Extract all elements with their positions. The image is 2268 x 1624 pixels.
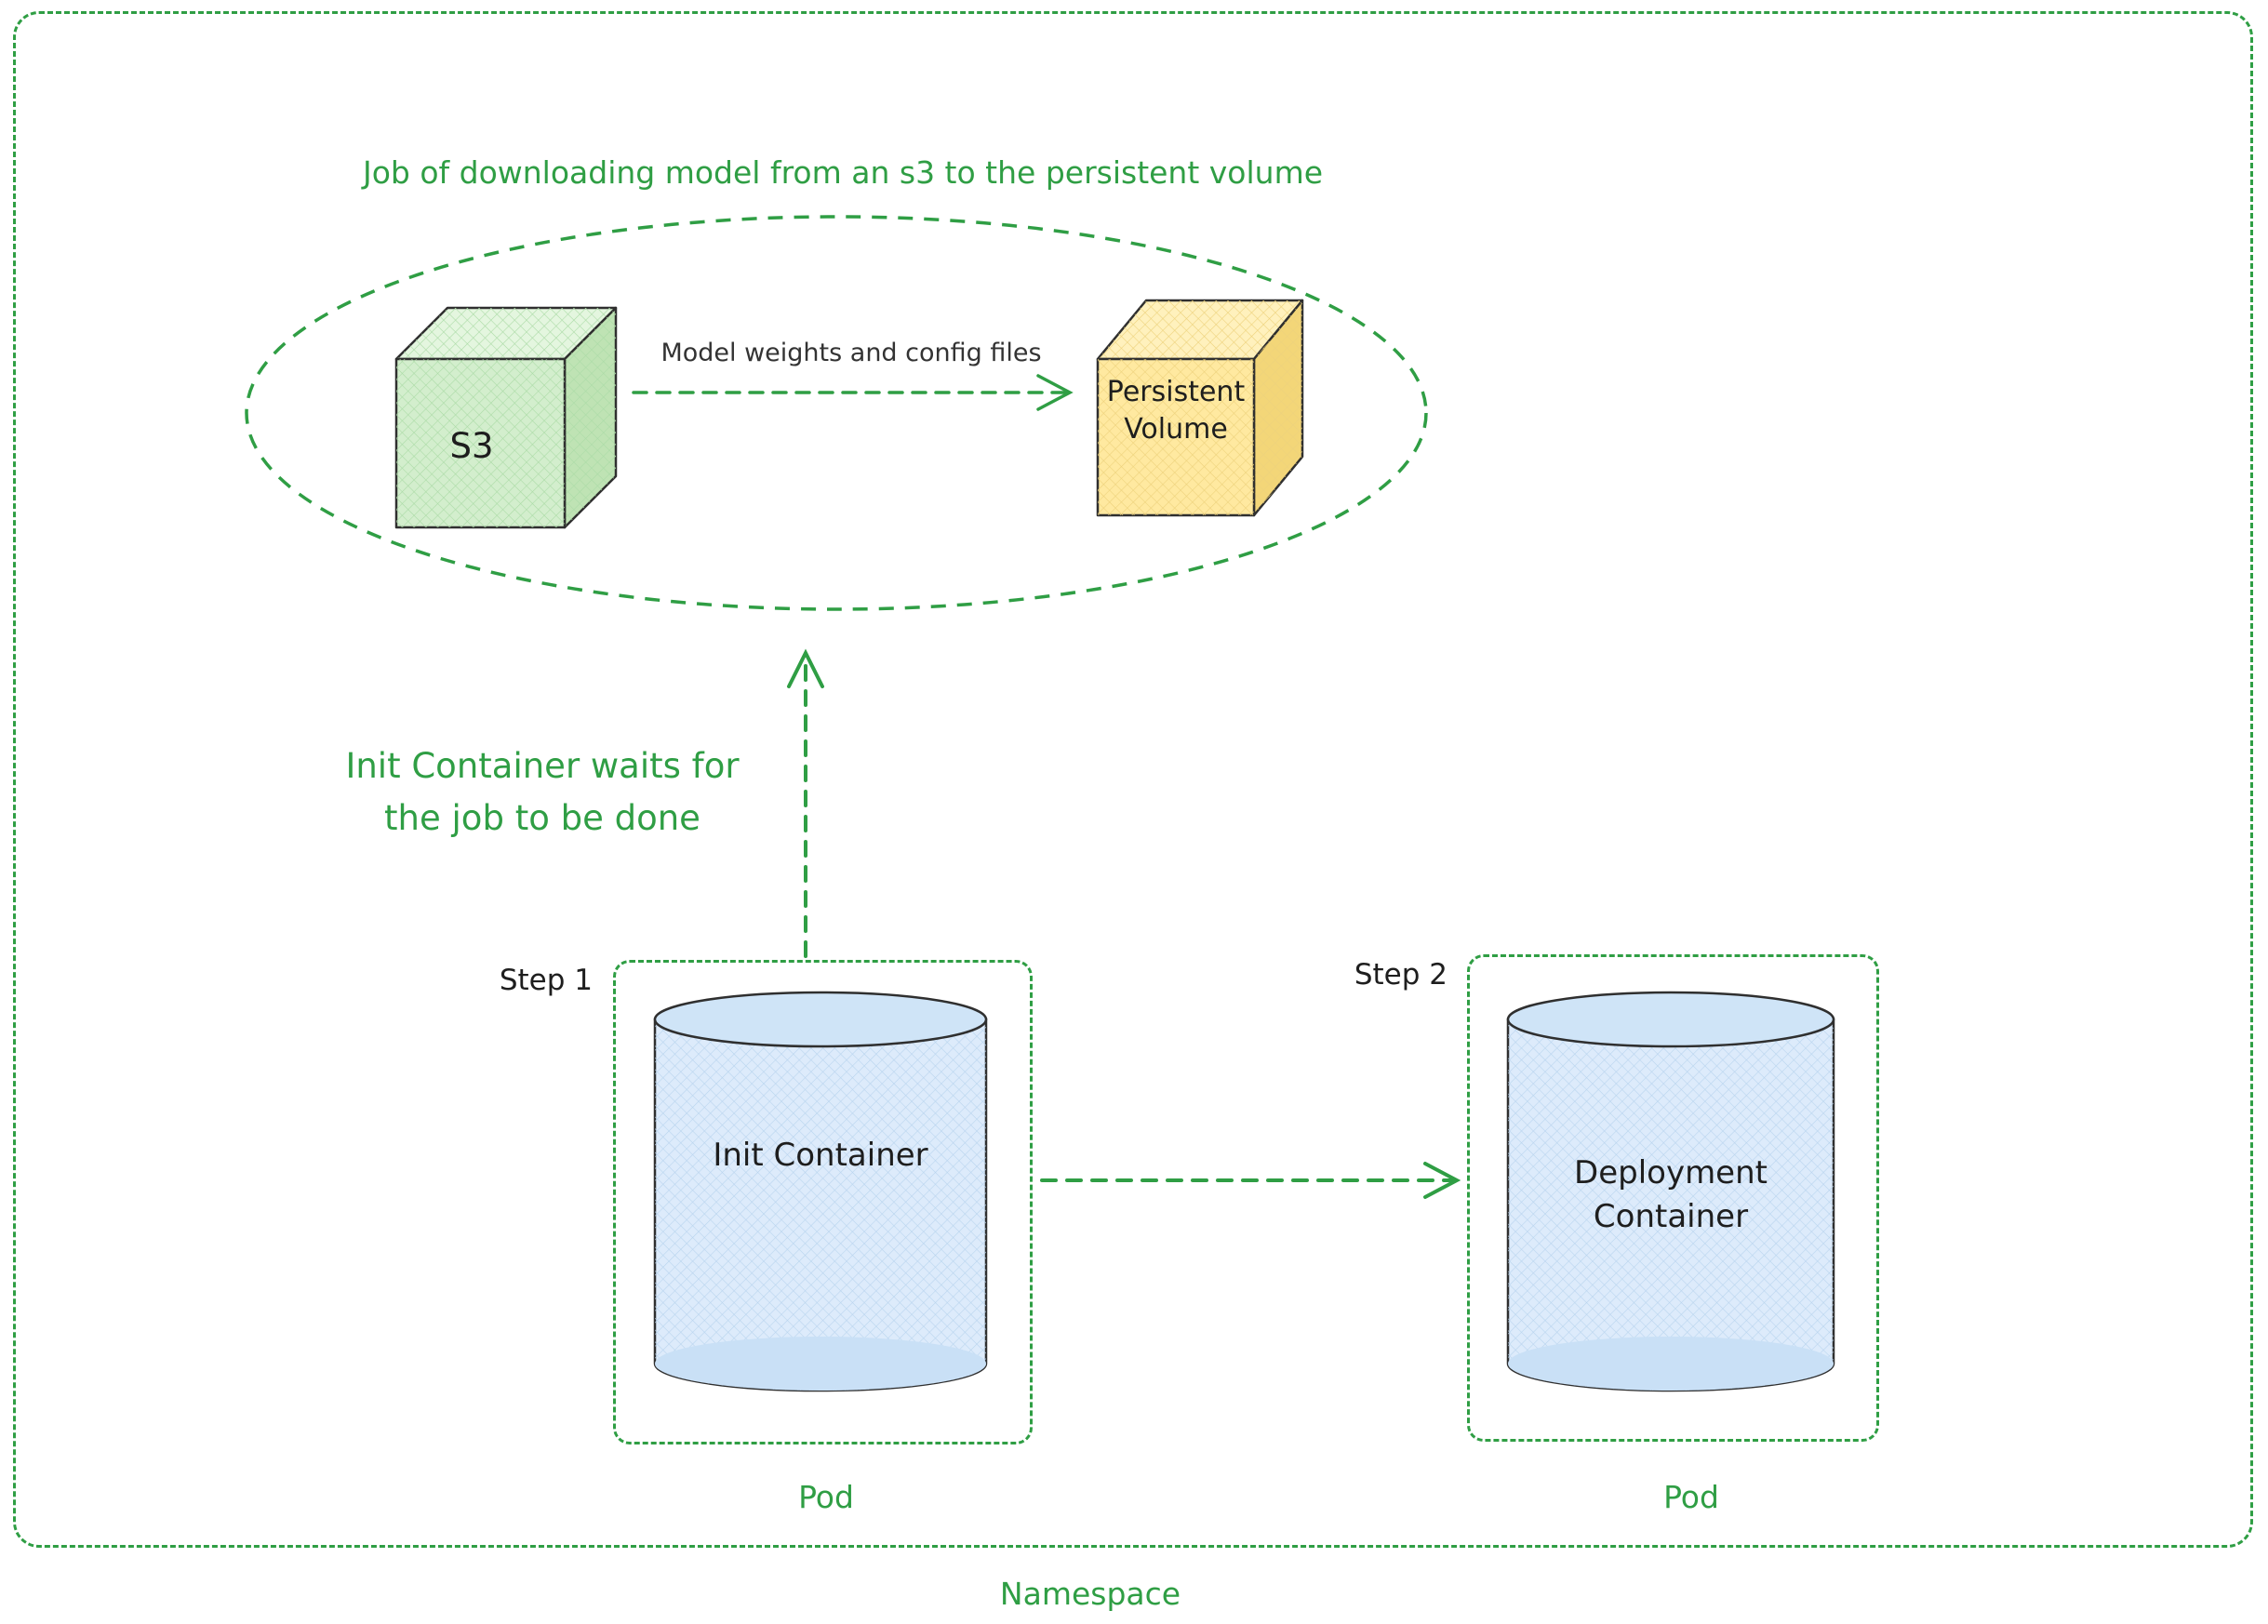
arrow-step1-to-step2 — [1040, 1162, 1461, 1199]
arrow-s3-to-pv — [632, 374, 1074, 411]
job-boundary-ellipse — [245, 215, 1428, 611]
pv-cube-front-hatch — [1098, 359, 1254, 515]
arrow-s3-to-pv-head — [1036, 374, 1074, 411]
persistent-volume-label: Persistent Volume — [1083, 374, 1269, 448]
pod-2-label: Pod — [1663, 1479, 1719, 1515]
persistent-volume-label-line2: Volume — [1124, 413, 1228, 446]
deployment-container-label-line1: Deployment — [1574, 1154, 1768, 1191]
model-weights-arrow-label: Model weights and config files — [660, 339, 1042, 367]
init-container-label: Init Container — [713, 1137, 928, 1174]
init-cylinder-body-hatch — [655, 1019, 986, 1391]
deployment-cylinder-top — [1506, 991, 1835, 1048]
arrow-step1-to-step2-head — [1423, 1162, 1461, 1199]
pv-cube-top-hatch — [1098, 300, 1302, 359]
arrow-init-to-job — [787, 648, 824, 958]
wait-note-line1: Init Container waits for — [345, 746, 740, 786]
pv-cube-right-hatch — [1254, 300, 1302, 515]
deployment-cylinder-body-hatch — [1508, 1019, 1834, 1391]
init-container-cylinder — [653, 991, 988, 1392]
persistent-volume-cube — [1096, 299, 1304, 517]
deployment-cylinder-bottom — [1508, 1337, 1834, 1391]
wait-note: Init Container waits for the job to be d… — [263, 740, 821, 845]
init-cylinder-top — [653, 991, 988, 1048]
deployment-container-label-line2: Container — [1593, 1198, 1749, 1235]
deployment-container-label: Deployment Container — [1485, 1151, 1857, 1239]
deployment-container-cylinder — [1506, 991, 1835, 1392]
step-1-label: Step 1 — [499, 964, 593, 997]
arrow-init-to-job-head — [787, 648, 824, 688]
init-cylinder-bottom — [655, 1337, 986, 1391]
persistent-volume-label-line1: Persistent — [1106, 376, 1246, 408]
step-2-label: Step 2 — [1354, 958, 1448, 992]
job-title: Job of downloading model from an s3 to t… — [362, 154, 1324, 191]
wait-note-line2: the job to be done — [384, 798, 700, 838]
s3-cube-top-hatch — [396, 308, 616, 359]
s3-cube-front-hatch — [396, 359, 565, 527]
pod-1-boundary — [613, 960, 1033, 1444]
pod-2-boundary — [1467, 954, 1879, 1442]
pod-1-label: Pod — [798, 1479, 854, 1515]
namespace-label: Namespace — [999, 1576, 1181, 1612]
s3-cube-label: S3 — [449, 426, 494, 466]
namespace-boundary — [13, 11, 2253, 1548]
s3-cube — [394, 306, 618, 529]
s3-cube-right-hatch — [565, 308, 616, 527]
